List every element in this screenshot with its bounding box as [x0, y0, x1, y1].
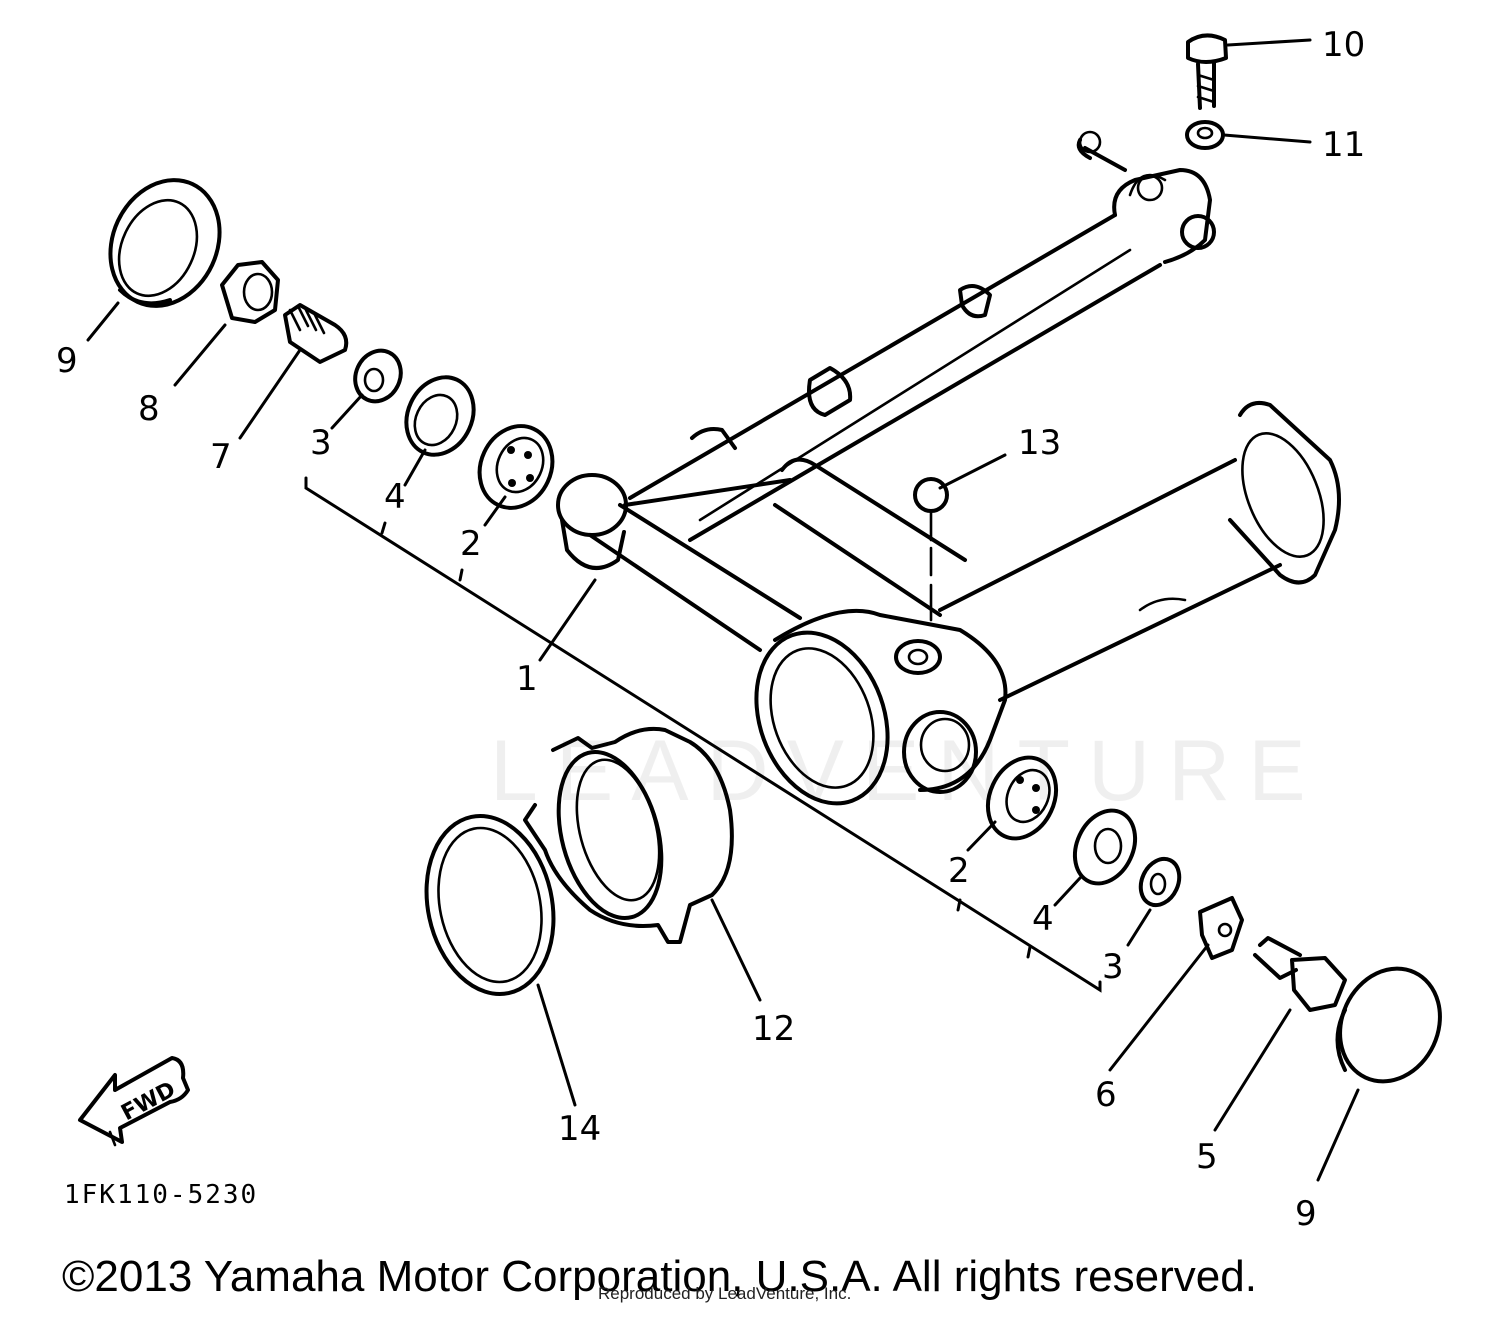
forward-arrow-icon: FWD	[78, 1056, 190, 1147]
cap-part-13	[913, 477, 949, 622]
callout-4-left: 4	[384, 477, 406, 517]
leader-lines	[86, 38, 1360, 1182]
callout-6: 6	[1095, 1075, 1117, 1115]
pivot-bolt-part-5	[1253, 936, 1347, 1012]
nut-part-8	[220, 260, 280, 324]
callout-8: 8	[138, 389, 160, 429]
callout-2-right: 2	[948, 851, 970, 891]
plate-part-6	[1198, 896, 1244, 960]
bearing-part-2-left	[477, 424, 555, 510]
callout-9-left: 9	[56, 341, 78, 381]
oil-seal-part-9-left	[108, 178, 222, 308]
callout-10: 10	[1322, 25, 1365, 65]
collar-part-3-left	[353, 348, 403, 404]
callout-5: 5	[1196, 1137, 1218, 1177]
watermark-text: LEADVENTURE	[490, 723, 1324, 819]
callout-13: 13	[1018, 423, 1061, 463]
collar-part-3-right	[1138, 856, 1182, 908]
diagram-code: 1FK110-5230	[64, 1180, 258, 1210]
callout-3-right: 3	[1102, 947, 1124, 987]
bolt-part-10	[1186, 33, 1228, 110]
seal-part-4-right	[1072, 808, 1138, 886]
callout-11: 11	[1322, 125, 1365, 165]
swingarm-part-1	[556, 130, 1341, 806]
callout-2-left: 2	[460, 524, 482, 564]
bearing-part-2-right	[985, 755, 1059, 841]
seal-part-4-left	[404, 375, 476, 457]
group-bracket-line	[304, 476, 1102, 993]
callout-1: 1	[516, 659, 538, 699]
callout-9-right: 9	[1295, 1194, 1317, 1234]
callout-12: 12	[752, 1009, 795, 1049]
callout-14: 14	[558, 1109, 601, 1149]
callout-7: 7	[210, 437, 232, 477]
pivot-shaft-part-7	[283, 303, 349, 364]
cap-part-9-right	[1335, 966, 1442, 1084]
washer-part-11	[1185, 120, 1225, 150]
gasket-part-14	[424, 814, 556, 996]
copyright-notice: ©2013 Yamaha Motor Corporation, U.S.A. A…	[62, 1252, 1257, 1301]
reproduced-by-notice: Reproduced by LeadVenture, Inc.	[598, 1284, 852, 1303]
callout-3-left: 3	[310, 423, 332, 463]
chain-case-part-12	[523, 726, 734, 944]
callout-4-right: 4	[1032, 899, 1054, 939]
